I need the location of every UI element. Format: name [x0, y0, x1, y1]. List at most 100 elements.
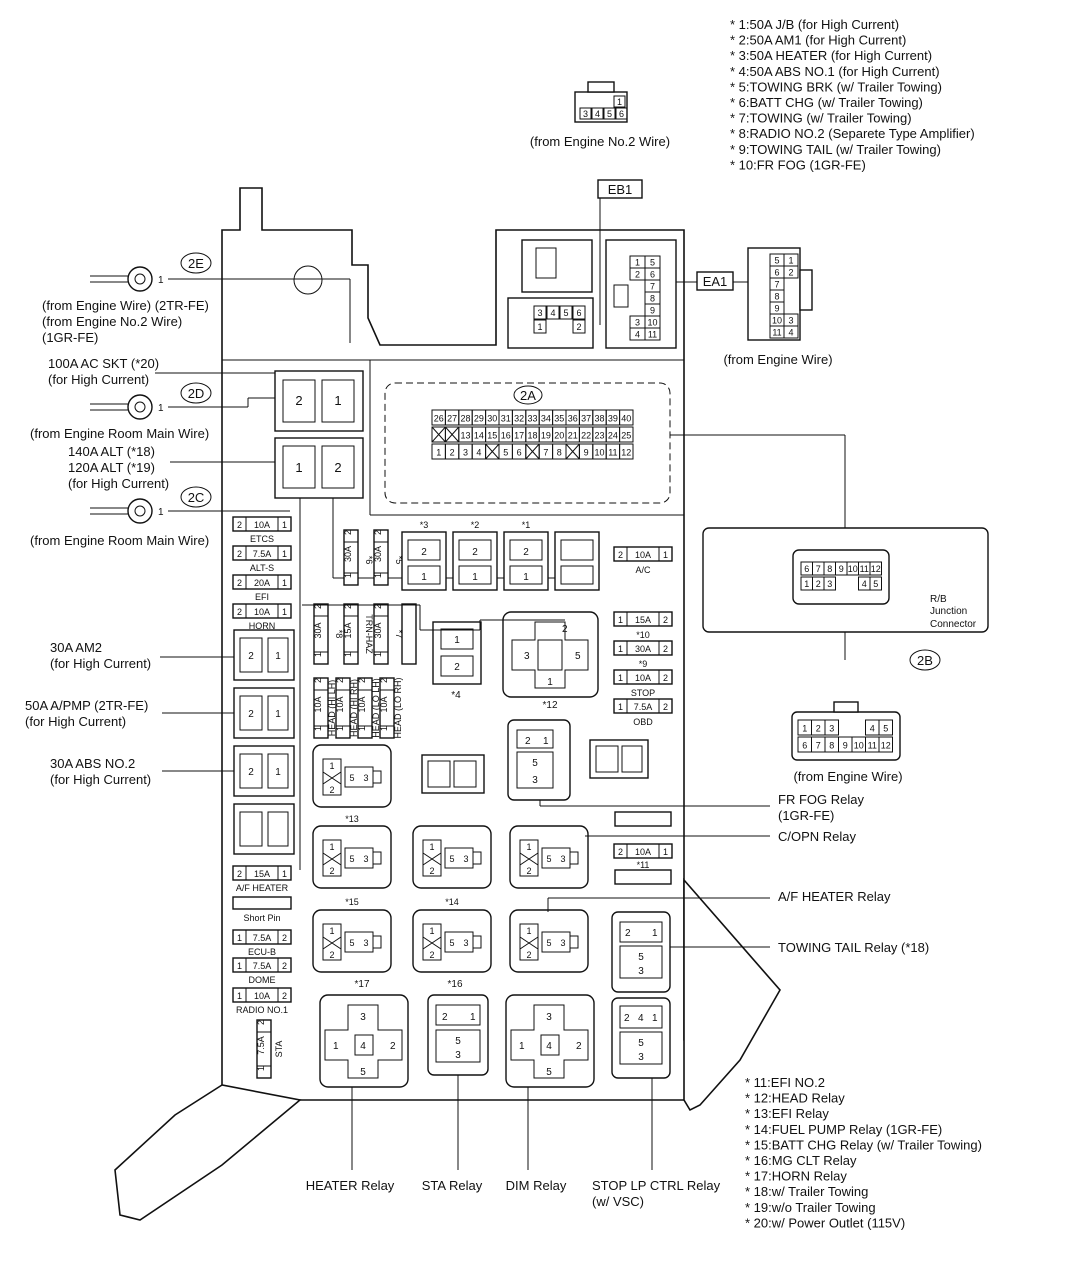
tag-14: *14: [445, 897, 459, 907]
tag-13: *13: [345, 814, 359, 824]
head-fuse-name-1: HEAD (HI RH): [349, 679, 359, 737]
c2b-pin-11: 11: [868, 741, 877, 751]
rb-pin-3: 3: [827, 579, 832, 589]
rb-pin-1: 1: [804, 579, 809, 589]
fuse-rating: 15A: [635, 615, 651, 625]
svg-text:4: 4: [360, 1041, 366, 1052]
svg-text:1: 1: [158, 275, 164, 286]
head-fuse-name-0: HEAD (HI LH): [327, 680, 337, 737]
tag-16: *16: [447, 979, 462, 990]
fuse-name-lower-3: DOME: [249, 975, 276, 985]
fusible-100a-ac-skt: 2 1: [274, 370, 364, 432]
fusible-block-3: [554, 531, 600, 591]
svg-text:1: 1: [652, 928, 658, 939]
tag-15: *15: [345, 897, 359, 907]
pin-22: 22: [581, 431, 591, 441]
fuse-pin: 1: [282, 869, 287, 879]
eb1-tag: [597, 179, 643, 199]
connector-2b-harness-label: (from Engine Wire): [793, 769, 902, 784]
housing-leg-right: [683, 877, 781, 1112]
fuse-pin: 1: [373, 652, 383, 657]
label-fr-fog-relay: FR FOG Relay: [778, 792, 864, 807]
note-bottom-13: * 13:EFI Relay: [745, 1106, 829, 1121]
pin-6: 6: [517, 448, 522, 458]
relay-pin: 1: [329, 842, 334, 852]
ea1-label: EA1: [703, 274, 728, 289]
ea1-pin-9: 9: [650, 306, 655, 316]
pin-37: 37: [581, 414, 591, 424]
eng2-pin: 3: [583, 109, 588, 119]
relay-pin: 2: [526, 866, 531, 876]
rb-pin-11: 11: [860, 564, 869, 574]
svg-text:1: 1: [295, 460, 302, 475]
svg-text:2: 2: [390, 1041, 396, 1052]
svg-text:3: 3: [524, 651, 530, 662]
fuse-pin: 1: [373, 573, 383, 578]
svg-text:2: 2: [576, 1041, 582, 1052]
fuse-pin: 2: [237, 607, 242, 617]
fuse-rating: 7.5A: [634, 702, 653, 712]
svg-text:2: 2: [334, 460, 341, 475]
vfuse-top-name-0: *6: [364, 556, 374, 565]
rb-pin-6: 6: [804, 564, 809, 574]
relay-pin: 5: [449, 854, 454, 864]
c2b-pin-6: 6: [802, 741, 807, 751]
pin-26: 26: [434, 414, 444, 424]
svg-text:2: 2: [624, 1013, 630, 1024]
note-bottom-17: * 17:HORN Relay: [745, 1169, 847, 1184]
fuse-pin: 1: [343, 652, 353, 657]
relay-17-horn-heater: 3 1 4 2 5: [319, 994, 409, 1088]
note-top-7: * 7:TOWING (w/ Trailer Towing): [730, 111, 912, 126]
label-100a-ac-skt: 100A AC SKT (*20): [48, 356, 159, 371]
tag-12: *12: [542, 700, 557, 711]
connector-2b-badge: [909, 649, 941, 671]
label-engine-wire-2tr: (from Engine Wire) (2TR-FE): [42, 298, 209, 313]
ea1-pin-10: 10: [647, 318, 657, 328]
note-top-8: * 8:RADIO NO.2 (Separete Type Amplifier): [730, 126, 975, 141]
fuse-sta-body: 27.5A1: [256, 1019, 272, 1079]
pin-12: 12: [621, 448, 631, 458]
label-engine-room-main-2c: (from Engine Room Main Wire): [30, 533, 209, 548]
fuse-pin: 1: [313, 726, 323, 731]
rb-pin-10: 10: [848, 564, 858, 574]
fuse-pin: 1: [618, 673, 623, 683]
ea1-pin-5: 5: [650, 258, 655, 268]
label-engine-no2-wire: (from Engine No.2 Wire): [42, 314, 182, 329]
pin-cell: [619, 443, 634, 460]
c2b-pin-3: 3: [829, 724, 834, 734]
pin-21: 21: [568, 431, 578, 441]
ea1-pin-1: 1: [635, 258, 640, 268]
svg-text:5: 5: [638, 1038, 644, 1049]
relay-pin: 5: [349, 773, 354, 783]
connector-2c-badge: [180, 486, 212, 508]
fuse-pin: 1: [663, 550, 668, 560]
fusible-pin: 2: [421, 547, 427, 558]
vfuse-top-name-1: *5: [394, 556, 404, 565]
fusible-tag-0: *3: [420, 520, 429, 530]
relay-pin: 1: [526, 926, 531, 936]
fuse-pin: 1: [282, 520, 287, 530]
short-pin-label: Short Pin: [243, 913, 280, 923]
fuse-rating: 10A: [379, 696, 389, 712]
pin-cell: [619, 409, 634, 426]
label-30a-am2: 30A AM2: [50, 640, 102, 655]
fuse-rating: 10A: [254, 520, 270, 530]
ea1-conn-pin-1: 1: [788, 256, 793, 266]
pin-15: 15: [487, 431, 497, 441]
svg-text:2: 2: [562, 624, 568, 635]
